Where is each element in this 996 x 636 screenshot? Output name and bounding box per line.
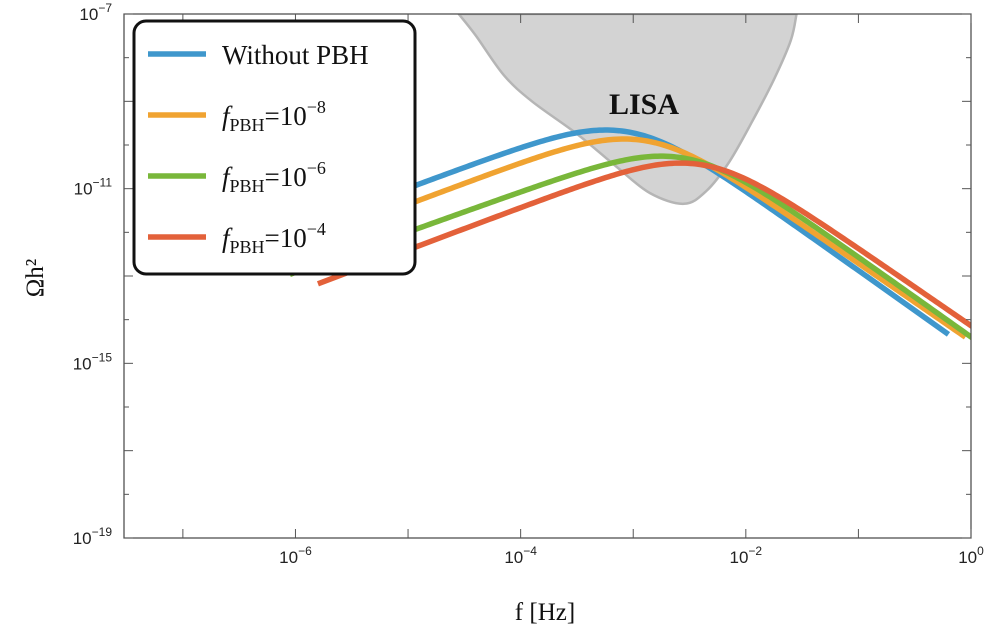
y-tick-label: 10−15 <box>73 350 113 373</box>
y-tick-label: 10−19 <box>73 525 113 548</box>
x-tick-label-base: 10 <box>730 548 749 567</box>
legend-label-sub: PBH <box>230 176 265 196</box>
x-tick-label: 100 <box>958 544 984 567</box>
y-tick-label-exp: −7 <box>98 1 112 15</box>
legend-label-3: fPBH=10−4 <box>222 219 326 257</box>
series-line-3 <box>316 160 971 330</box>
x-tick-label-exp: −2 <box>748 544 762 558</box>
legend-label-text: Without PBH <box>222 40 369 70</box>
lisa-region-label: LISA <box>609 88 679 121</box>
legend-label-exp: −6 <box>307 158 326 178</box>
y-tick-label-base: 10 <box>79 5 98 24</box>
region-layer <box>457 14 798 206</box>
x-tick-label-exp: −4 <box>523 544 537 558</box>
y-tick-label-exp: −11 <box>93 176 113 190</box>
legend-label-exp: −8 <box>307 97 326 117</box>
y-tick-label: 10−7 <box>79 1 112 24</box>
y-tick-label-base: 10 <box>73 354 92 373</box>
legend-label-1: fPBH=10−8 <box>222 97 326 135</box>
y-tick-label: 10−11 <box>74 176 113 199</box>
legend-label-f: f <box>222 223 233 253</box>
legend-box <box>132 19 417 276</box>
y-tick-label-exp: −15 <box>92 350 113 364</box>
y-tick-label-exp: −19 <box>92 525 113 539</box>
legend-label-0: Without PBH <box>222 40 369 70</box>
legend-label-2: fPBH=10−6 <box>222 158 326 196</box>
y-tick-label-base: 10 <box>73 529 92 548</box>
y-tick-label-base: 10 <box>74 180 93 199</box>
x-tick-label-base: 10 <box>279 548 298 567</box>
x-tick-label-exp: 0 <box>977 544 984 558</box>
legend-label-f: f <box>222 162 233 192</box>
legend-label-sub: PBH <box>230 115 265 135</box>
legend-label-eq: =10 <box>265 223 307 253</box>
legend-label-exp: −4 <box>307 219 326 239</box>
x-tick-label: 10−6 <box>279 544 312 567</box>
x-tick-label-exp: −6 <box>298 544 312 558</box>
lisa-sensitivity-region <box>457 14 798 206</box>
y-axis-label: Ωh² <box>22 259 49 298</box>
x-tick-label: 10−2 <box>730 544 763 567</box>
legend-label-sub: PBH <box>230 237 265 257</box>
legend-label-f: f <box>222 101 233 131</box>
x-tick-label: 10−4 <box>504 544 537 567</box>
x-axis-label: f [Hz] <box>515 599 575 626</box>
legend-label-eq: =10 <box>265 101 307 131</box>
x-tick-label-base: 10 <box>958 548 977 567</box>
x-tick-label-base: 10 <box>504 548 523 567</box>
legend-label-eq: =10 <box>265 162 307 192</box>
